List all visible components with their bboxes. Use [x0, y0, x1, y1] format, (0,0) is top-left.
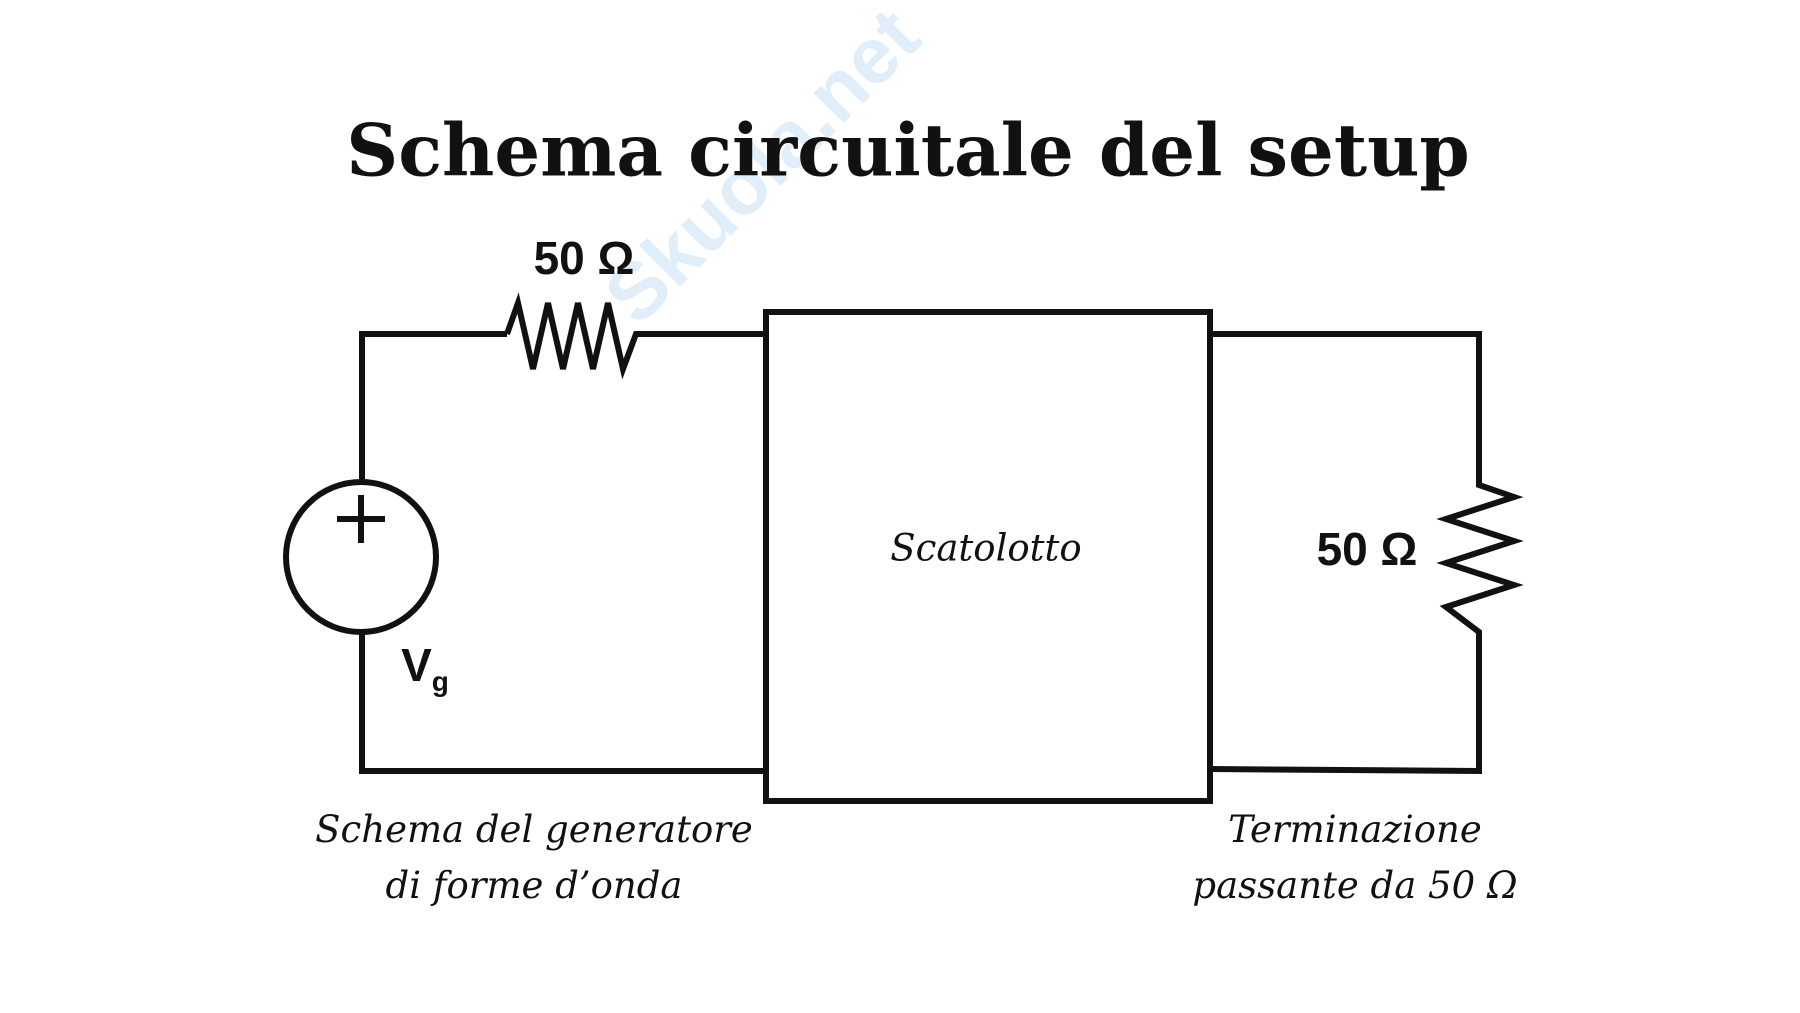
wire-bottom-left	[359, 632, 766, 774]
scatolotto-box	[763, 309, 1213, 804]
caption-generator-line1: Schema del generatore	[315, 808, 753, 851]
caption-termination-line2: passante da 50 Ω	[1192, 864, 1518, 907]
series-resistor-zigzag	[504, 292, 766, 380]
page-title: Schema circuitale del setup	[346, 107, 1470, 193]
source-label: Vg	[401, 638, 449, 698]
wire-right	[1209, 331, 1524, 775]
caption-generator: Schema del generatore di forme d’onda	[315, 802, 753, 914]
load-resistor-label: 50 Ω	[1316, 523, 1418, 575]
source-label-main: V	[401, 638, 432, 691]
caption-generator-line2: di forme d’onda	[385, 864, 683, 907]
caption-termination-line1: Terminazione	[1228, 808, 1482, 851]
wire-left-top	[359, 331, 507, 482]
box-label: Scatolotto	[890, 526, 1082, 570]
voltage-source	[283, 479, 439, 635]
caption-termination: Terminazione passante da 50 Ω	[1192, 802, 1517, 914]
series-resistor-label: 50 Ω	[533, 232, 635, 284]
source-label-sub: g	[431, 666, 449, 698]
